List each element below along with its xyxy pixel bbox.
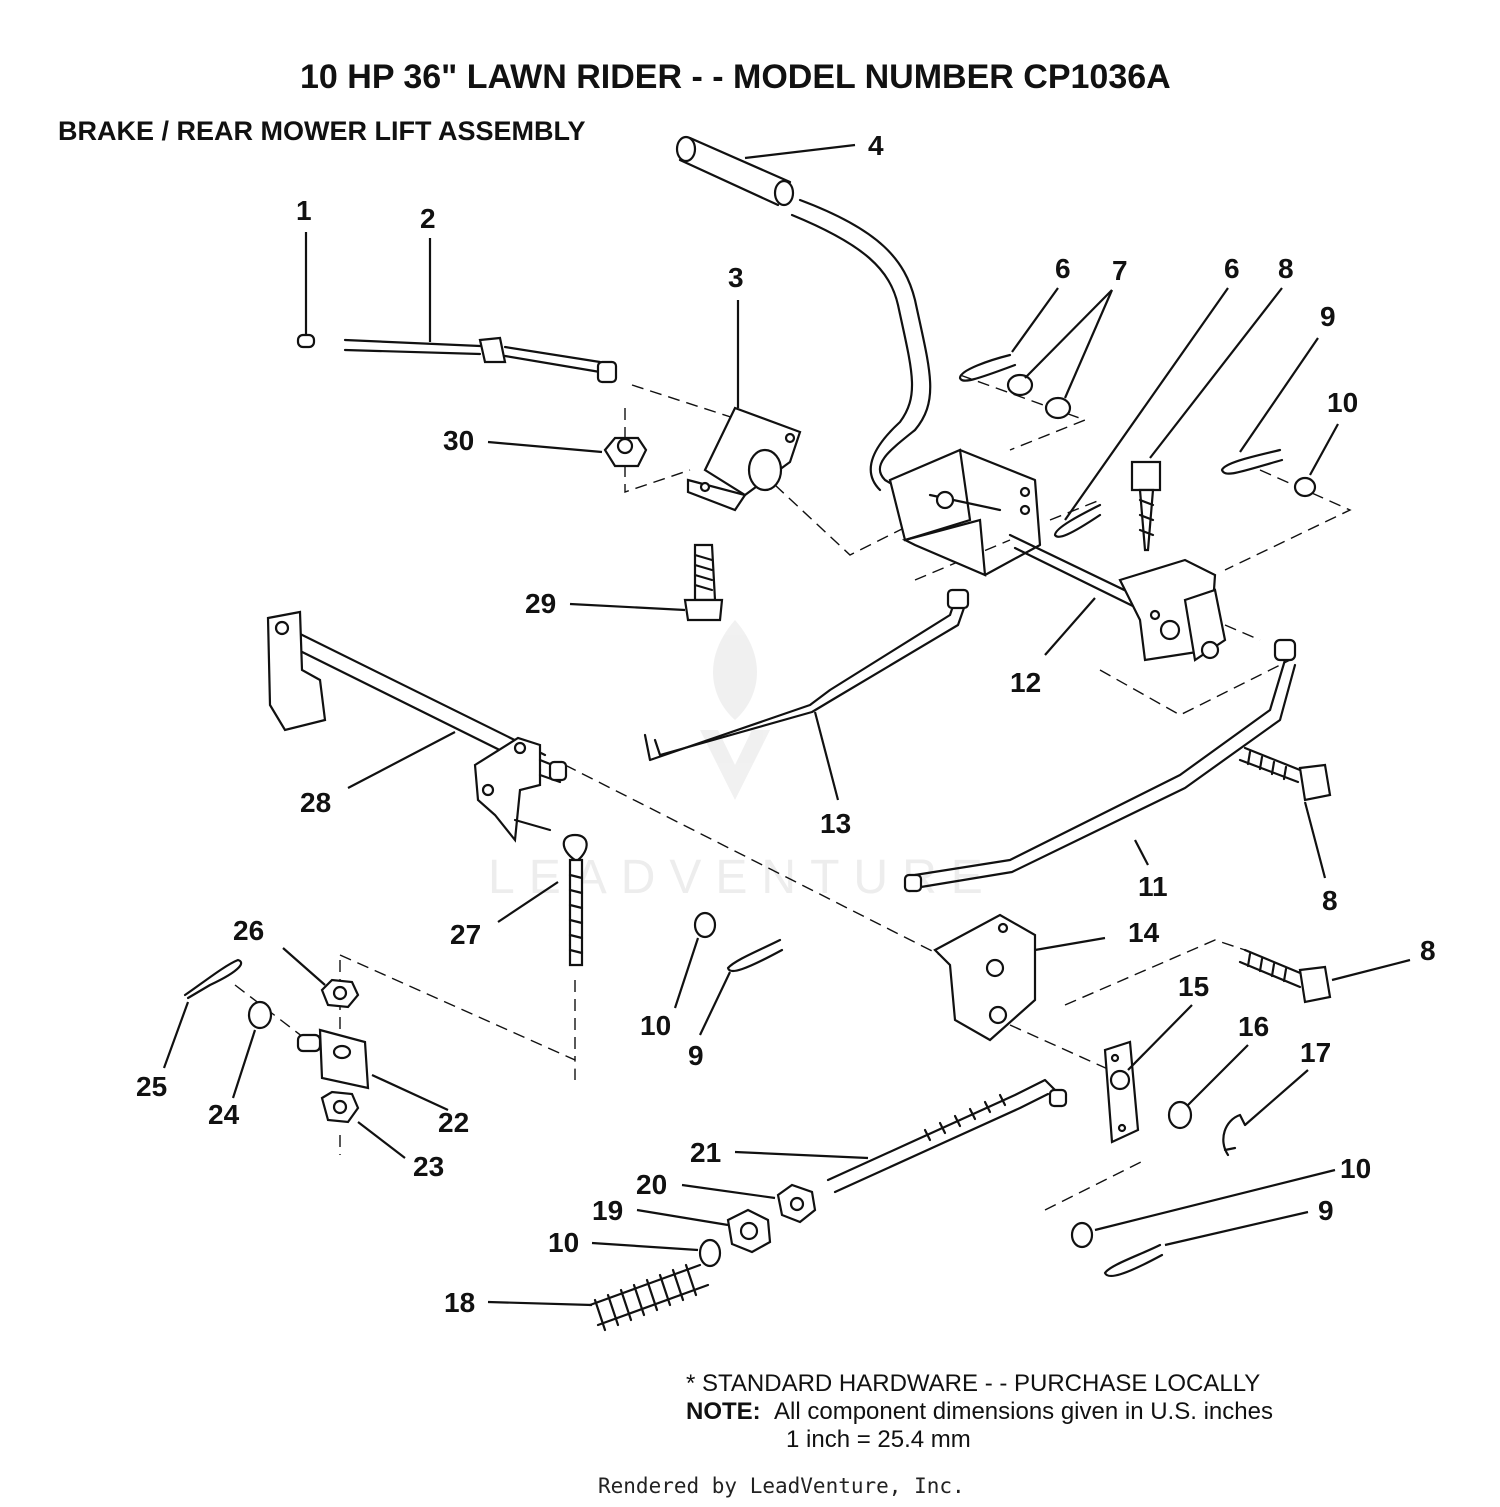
part-1-pin: [296, 333, 316, 349]
callout-10d: 10: [1340, 1153, 1371, 1184]
callout-8c: 8: [1420, 935, 1436, 966]
callout-25: 25: [136, 1071, 167, 1102]
part-22-trunnion: [296, 1028, 370, 1090]
callout-18: 18: [444, 1287, 475, 1318]
callout-15: 15: [1178, 971, 1209, 1002]
part-20-nut: [776, 1183, 817, 1224]
callout-11: 11: [1138, 871, 1168, 902]
watermark-logo: [700, 620, 770, 800]
part-27-eye-bolt: [562, 833, 588, 967]
part-10-washer-middle: [693, 911, 717, 939]
callout-2: 2: [420, 203, 436, 234]
part-8-bolt-middle: [1238, 746, 1332, 802]
part-16-washer: [1167, 1100, 1193, 1130]
part-6-cotter-pin: [958, 353, 1017, 382]
callout-1: 1: [296, 195, 312, 226]
callout-17: 17: [1300, 1037, 1331, 1068]
callout-24: 24: [208, 1099, 240, 1130]
part-17-retaining-clip: [1222, 1113, 1247, 1157]
callout-19: 19: [592, 1195, 623, 1226]
part-3-bracket: [686, 406, 802, 512]
part-10-washer-upper: [1293, 476, 1317, 498]
part-29-bolt: [683, 543, 724, 622]
standard-hardware-note: * STANDARD HARDWARE - - PURCHASE LOCALLY: [686, 1370, 1261, 1397]
callout-9c: 9: [1318, 1195, 1334, 1226]
callout-10b: 10: [640, 1010, 671, 1041]
part-4-handle-grip: [675, 135, 795, 207]
assembly-dashed-lines: [234, 374, 1352, 1211]
callout-9b: 9: [688, 1040, 704, 1071]
callout-4: 4: [868, 130, 884, 161]
callout-20: 20: [636, 1169, 667, 1200]
callout-6b: 6: [1224, 253, 1240, 284]
part-18-spring: [588, 1263, 710, 1332]
part-8-bolt-upper: [1130, 460, 1162, 552]
callout-21: 21: [690, 1137, 721, 1168]
diagram-title: 10 HP 36" LAWN RIDER - - MODEL NUMBER CP…: [300, 58, 1171, 96]
callout-10c: 10: [548, 1227, 579, 1258]
callout-10a: 10: [1327, 387, 1358, 418]
part-25-hairpin-clip: [183, 958, 243, 1000]
callout-14: 14: [1128, 917, 1160, 948]
callout-27: 27: [450, 919, 481, 950]
dimensions-note: NOTE: All component dimensions given in …: [686, 1398, 1273, 1426]
part-9-cotter-pin-middle: [726, 938, 784, 972]
callout-12: 12: [1010, 667, 1041, 698]
part-26-nut: [320, 978, 360, 1009]
note-label: NOTE:: [686, 1398, 761, 1425]
part-23-nut: [320, 1090, 360, 1124]
assembly-subtitle: BRAKE / REAR MOWER LIFT ASSEMBLY: [58, 116, 586, 146]
note-text: All component dimensions given in U.S. i…: [774, 1398, 1273, 1425]
conversion-note: 1 inch = 25.4 mm: [786, 1426, 971, 1453]
part-30-nut: [603, 436, 648, 468]
callout-3: 3: [728, 262, 744, 293]
part-24-washer: [247, 1000, 273, 1030]
part-9-cotter-pin-upper: [1220, 448, 1284, 475]
part-10-washer-lower-right: [1070, 1221, 1094, 1249]
callout-23: 23: [413, 1151, 444, 1182]
callout-26: 26: [233, 915, 264, 946]
callout-9a: 9: [1320, 301, 1336, 332]
part-7-washers: [1006, 373, 1072, 420]
part-28-shaft: [266, 610, 547, 772]
callout-7: 7: [1112, 255, 1128, 286]
part-8-bolt-lower: [1238, 948, 1332, 1004]
part-19-nut: [726, 1208, 772, 1254]
callout-13: 13: [820, 808, 851, 839]
callout-8b: 8: [1322, 885, 1338, 916]
part-11-link-rod: [903, 638, 1297, 893]
part-15-plate: [1103, 1040, 1140, 1144]
callout-numbers: 1 2 3 4 6 7 6 8 9 10 30 29 12 13 28 11 8…: [136, 130, 1436, 1318]
part-14-bracket: [933, 913, 1037, 1042]
part-6-cotter-pin-right: [1053, 503, 1102, 538]
callout-30: 30: [443, 425, 474, 456]
part-12-cross-shaft: [1008, 533, 1227, 662]
lift-arm-bracket: [473, 736, 568, 843]
callout-8a: 8: [1278, 253, 1294, 284]
part-13-link-rod: [643, 588, 970, 762]
callout-29: 29: [525, 588, 556, 619]
callout-22: 22: [438, 1107, 469, 1138]
callout-leader-lines: [162, 143, 1411, 1307]
lift-pivot-bracket: [888, 448, 1042, 577]
part-10-washer-lower: [698, 1238, 722, 1268]
part-2-rod: [343, 336, 618, 384]
part-21-threaded-rod: [826, 1078, 1068, 1194]
lift-lever-rod: [790, 198, 932, 497]
callout-28: 28: [300, 787, 331, 818]
part-9-cotter-pin-lower-right: [1103, 1243, 1164, 1277]
callout-16: 16: [1238, 1011, 1269, 1042]
callout-6a: 6: [1055, 253, 1071, 284]
render-credit: Rendered by LeadVenture, Inc.: [598, 1474, 965, 1498]
